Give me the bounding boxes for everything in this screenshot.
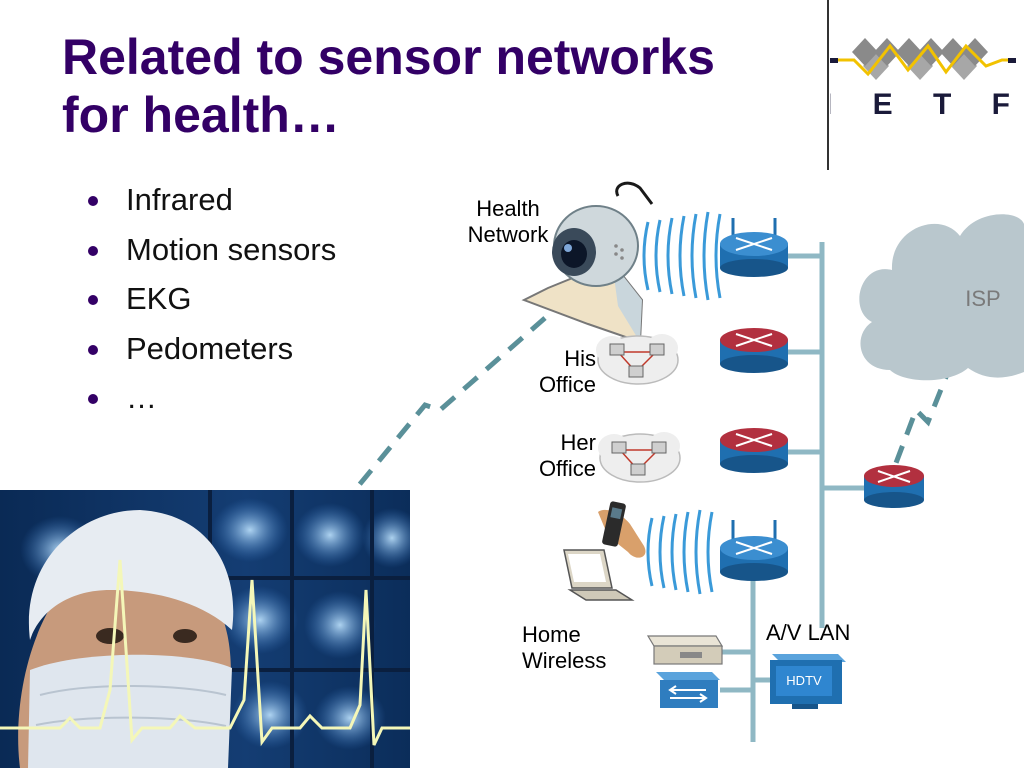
bullet-list: Infrared Motion sensors EKG Pedometers … [88,180,336,428]
ekg-waveform [0,559,410,747]
router-icon [720,428,788,473]
slide-title: Related to sensor networks for health… [62,28,802,144]
workgroup-cloud-icon [596,334,679,385]
home-wireless-label: Home Wireless [522,622,607,673]
health-network-label: Health Network [467,196,549,247]
router-icon [864,465,924,508]
set-top-box-icon [646,635,724,665]
backbone-lines [720,242,866,742]
bullet-item: Infrared [88,180,336,230]
wireless-waves-bottom [646,509,714,595]
ietf-logo: I E T F [830,38,1020,121]
laptop-icon [563,549,635,601]
workgroup-cloud-icon [598,432,681,483]
hdtv-label: HDTV [786,673,822,688]
logo-text: I E T F [830,88,1020,121]
logo-divider [827,0,829,170]
doctor-face [18,510,234,768]
her-office-label: Her Office [538,430,596,481]
cell-phone-icon [598,501,646,558]
wireless-waves-top [642,211,722,301]
logo-zigzag [836,43,1016,77]
isp-cloud: ISP [859,214,1024,381]
bullet-item: … [88,378,336,428]
switch-icon [656,672,720,708]
bullet-item: EKG [88,279,336,329]
av-lan-label: A/V LAN [766,620,851,645]
bullet-item: Pedometers [88,329,336,379]
title-line-2: for health… [62,87,340,143]
wireless-router-icon [720,520,788,581]
wan-link-dashes [353,316,955,492]
tv-icon: HDTV [770,654,846,709]
doctor-photo [0,490,410,768]
bullet-item: Motion sensors [88,230,336,280]
his-office-label: His Office [538,346,596,397]
title-line-1: Related to sensor networks [62,29,715,85]
isp-label: ISP [965,286,1000,311]
wireless-router-icon [720,218,788,277]
router-icon [720,328,788,373]
